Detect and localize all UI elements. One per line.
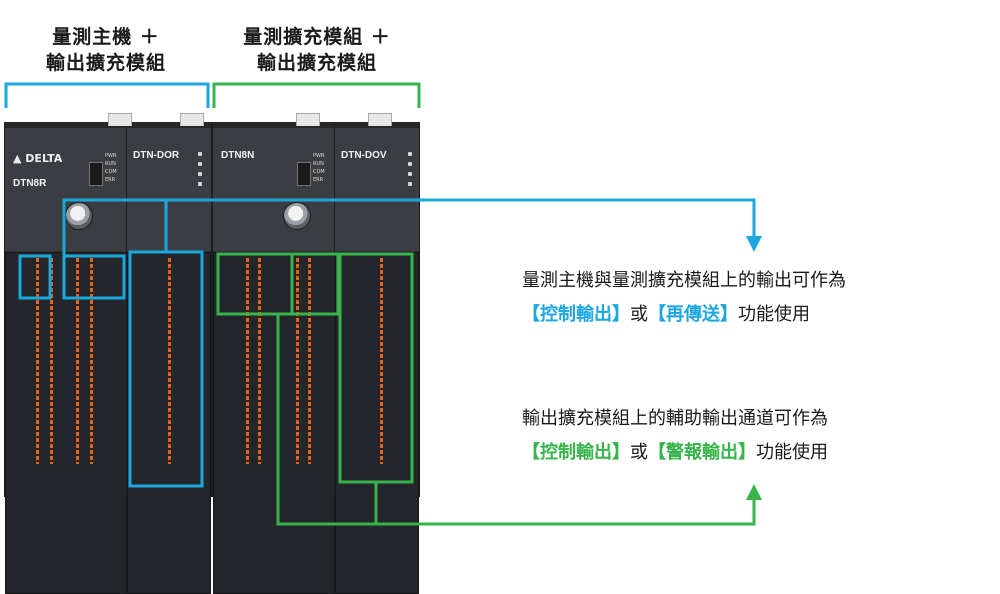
group-label-host: 量測主機 ＋ 輸出擴充模組 <box>6 24 206 76</box>
top-tab-4 <box>368 113 392 126</box>
terminal-stripe <box>76 258 79 464</box>
connection-diagram <box>18 198 762 526</box>
caption-1-end: 功能使用 <box>738 304 810 325</box>
caption-2-line2: 【控制輸出】或【警報輸出】功能使用 <box>522 436 828 470</box>
status-led <box>408 162 412 166</box>
caption-2: 輸出擴充模組上的輔助輸出通道可作為 【控制輸出】或【警報輸出】功能使用 <box>522 402 828 470</box>
module-dtn8n-head <box>213 122 335 251</box>
terminal-stripe <box>258 258 261 464</box>
caption-1-line2: 【控制輸出】或【再傳送】功能使用 <box>522 298 846 332</box>
status-led <box>198 182 202 186</box>
status-led <box>198 162 202 166</box>
terminal-stripe <box>90 258 93 464</box>
caption-2-highlight-control: 【控制輸出】 <box>522 442 630 463</box>
terminal-stripe <box>296 258 299 464</box>
caption-1-or: 或 <box>630 304 648 325</box>
module-dtn-dor-label: DTN-DOR <box>133 150 180 161</box>
caption-2-highlight-alarm: 【警報輸出】 <box>648 442 756 463</box>
caption-1-line1: 量測主機與量測擴充模組上的輸出可作為 <box>522 270 846 291</box>
top-tab-3 <box>296 113 320 126</box>
module-dtn8r-label: DTN8R <box>13 178 47 189</box>
caption-1-highlight-retransmit: 【再傳送】 <box>648 304 738 325</box>
status-led <box>198 152 202 156</box>
bracket-blue <box>4 82 421 108</box>
terminal-stripe <box>50 258 53 464</box>
group-label-host-line1: 量測主機 ＋ <box>52 26 160 48</box>
status-led <box>408 152 412 156</box>
module-dtn-dov-label: DTN-DOV <box>341 150 387 161</box>
status-led <box>408 182 412 186</box>
group-label-expansion-line1: 量測擴充模組 ＋ <box>243 26 391 48</box>
terminal-stripe <box>168 258 171 464</box>
terminal-stripe <box>380 258 383 464</box>
usb-port-2 <box>297 162 311 186</box>
caption-1: 量測主機與量測擴充模組上的輸出可作為 【控制輸出】或【再傳送】功能使用 <box>522 264 846 332</box>
caption-2-line1: 輸出擴充模組上的輔助輸出通道可作為 <box>522 408 828 429</box>
terminal-stripe <box>36 258 39 464</box>
group-label-expansion: 量測擴充模組 ＋ 輸出擴充模組 <box>214 24 420 76</box>
terminal-stripe <box>308 258 311 464</box>
status-led <box>408 172 412 176</box>
top-tab-1 <box>108 113 132 126</box>
status-led <box>198 172 202 176</box>
module-dtn8r-head <box>5 122 127 251</box>
group-label-expansion-line2: 輸出擴充模組 <box>256 52 377 74</box>
caption-1-highlight-control: 【控制輸出】 <box>522 304 630 325</box>
module-dtn8n-label: DTN8N <box>221 150 255 161</box>
usb-port <box>89 162 103 186</box>
caption-2-or: 或 <box>630 442 648 463</box>
delta-logo: ▲ DELTA <box>13 152 63 165</box>
terminal-stripe <box>246 258 249 464</box>
rotary-switch-2[interactable] <box>283 202 311 230</box>
caption-2-end: 功能使用 <box>756 442 828 463</box>
top-tab-2 <box>180 113 204 126</box>
group-label-host-line2: 輸出擴充模組 <box>45 52 166 74</box>
module-dtn-dor-head <box>127 122 211 251</box>
